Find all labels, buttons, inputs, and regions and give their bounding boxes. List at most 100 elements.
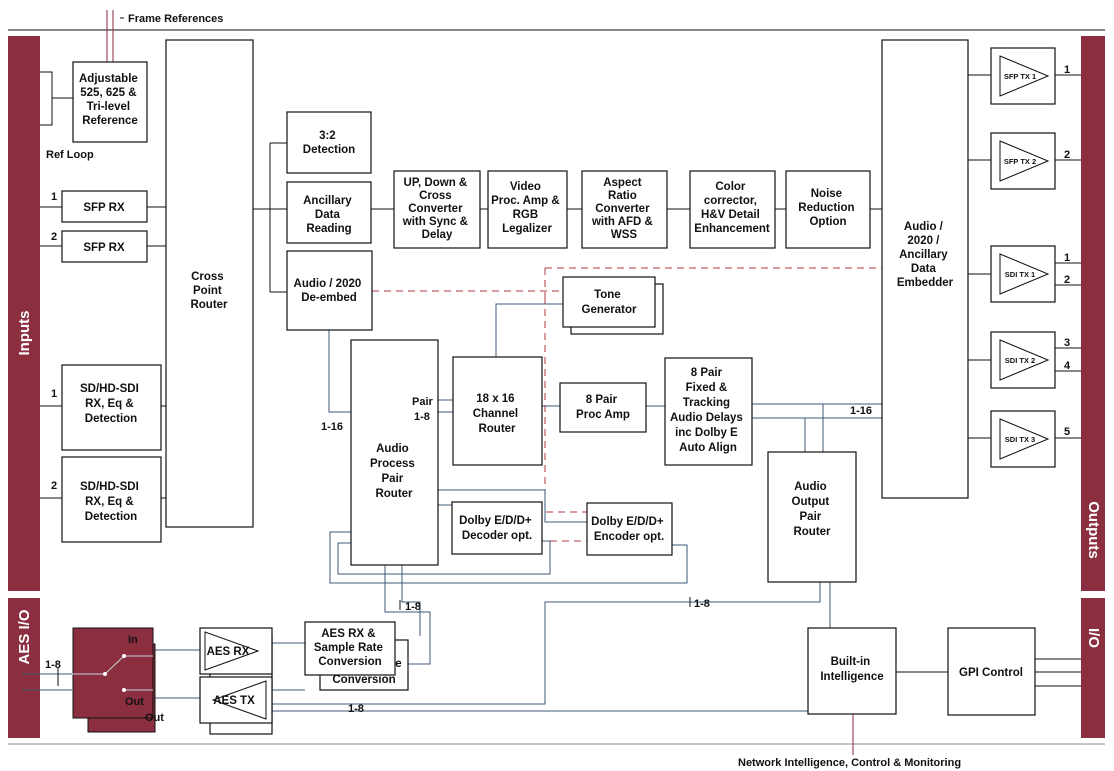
delay-to-embed bbox=[752, 403, 882, 419]
cross-point-branch bbox=[253, 142, 287, 293]
noise-reduction-block bbox=[785, 170, 871, 249]
output-lines bbox=[968, 74, 1081, 439]
svg-text:SDI TX 1: SDI TX 1 bbox=[1005, 270, 1035, 279]
range-1-8-b: 1-8 bbox=[694, 598, 710, 610]
sfp-rx-1-block bbox=[61, 190, 148, 223]
aes-io-bar bbox=[8, 598, 40, 738]
svg-text:AES RX: AES RX bbox=[207, 646, 250, 658]
built-in-intelligence-block bbox=[807, 627, 897, 715]
svg-text:Noise Reduction Option: Noise Reduction Option bbox=[798, 188, 857, 228]
sdi-tx-3-block: SDI TX 3 bbox=[990, 410, 1056, 468]
input-4-number: 2 bbox=[51, 480, 57, 492]
svg-text:SD/HD-SDI RX, Eq & Det: SD/HD-SDI RX, Eq & Detection bbox=[80, 481, 142, 523]
reference-label: Adjustable 525, 625 & Tri-level Referenc… bbox=[79, 73, 141, 127]
svg-text:3:2 Detection: 3:2 Detection bbox=[303, 130, 355, 156]
ref-loop-lines bbox=[40, 71, 73, 126]
embedder-block bbox=[881, 39, 969, 499]
reference-block bbox=[72, 61, 148, 143]
outputs-bar-label: Outputs bbox=[1085, 501, 1102, 559]
svg-text:8 Pair Fixed & Trackin: 8 Pair Fixed & Tracking Audio Delays inc… bbox=[670, 367, 746, 454]
dolby-decoder-block bbox=[451, 501, 543, 555]
svg-text:Audio / 2020 / Ancilla: Audio / 2020 / Ancillary Data Embedder bbox=[897, 221, 954, 289]
audio-output-router-block bbox=[767, 451, 857, 583]
output-5-number: 3 bbox=[1064, 337, 1070, 349]
io-bar-label: I/O bbox=[1085, 628, 1102, 648]
converter-block bbox=[393, 170, 481, 249]
cross-point-router-block bbox=[165, 39, 254, 528]
svg-text:Audio Output Pair: Audio Output Pair Router bbox=[792, 481, 833, 538]
svg-text:AES RX & Sample Rate C: AES RX & Sample Rate Conversion bbox=[314, 628, 386, 668]
svg-text:Color corrector, H&V D: Color corrector, H&V Detail Enhancement bbox=[694, 181, 770, 235]
switch-in-label: In bbox=[128, 634, 138, 646]
aes-range-label: 1-8 bbox=[45, 659, 61, 671]
pair-label: Pair bbox=[412, 396, 434, 408]
detection-32-block bbox=[286, 111, 372, 174]
output-1-number: 1 bbox=[1064, 64, 1070, 76]
input-1-number: 1 bbox=[51, 191, 57, 203]
deembed-audio-path bbox=[328, 330, 351, 413]
svg-text:Aspect Ratio Converter: Aspect Ratio Converter with AFD & WSS bbox=[591, 177, 656, 241]
sdi-rx-2-block bbox=[61, 456, 162, 543]
io-bar bbox=[1081, 598, 1105, 738]
switch-out-label: Out bbox=[125, 696, 144, 708]
svg-text:SFP RX: SFP RX bbox=[83, 202, 125, 214]
pair-range-label: 1-8 bbox=[414, 411, 430, 423]
svg-text:SD/HD-SDI RX, Eq & Det: SD/HD-SDI RX, Eq & Detection bbox=[80, 383, 142, 425]
video-proc-amp-block bbox=[487, 170, 568, 249]
tone-path bbox=[495, 303, 563, 357]
range-1-8-a: 1-8 bbox=[405, 601, 421, 613]
pair-proc-amp-block bbox=[559, 382, 647, 433]
svg-text:e Conversion: e Conversion bbox=[332, 658, 404, 686]
svg-text:Dolby E/D/D+ Decoder opt.: Dolby E/D/D+ Decoder opt. bbox=[459, 515, 535, 542]
aes-switch-block bbox=[72, 627, 154, 719]
aes-io-bar-label: AES I/O bbox=[16, 609, 33, 664]
sdi-tx-1-block: SDI TX 1 bbox=[990, 245, 1056, 303]
sfp-tx-2-block: SFP TX 2 bbox=[990, 132, 1056, 190]
range-1-16-right: 1-16 bbox=[850, 405, 872, 417]
svg-text:Tone Generator: Tone Generator bbox=[582, 289, 637, 316]
svg-text:Ancillary Data Reading: Ancillary Data Reading bbox=[303, 195, 355, 235]
inputs-bar bbox=[8, 36, 40, 591]
output-3-number: 1 bbox=[1064, 252, 1070, 264]
sfp-rx-2-block bbox=[61, 230, 148, 263]
svg-text:Video Proc. Amp & RGB: Video Proc. Amp & RGB Legalizer bbox=[491, 181, 563, 235]
svg-text:SDI TX 3: SDI TX 3 bbox=[1005, 435, 1035, 444]
svg-text:18 x 16 Channel Router: 18 x 16 Channel Router bbox=[473, 393, 522, 435]
switch-out-back-label: Out bbox=[145, 712, 164, 724]
svg-text:Audio / 2020 De-embed: Audio / 2020 De-embed bbox=[294, 278, 365, 304]
gpi-control-block bbox=[947, 627, 1036, 716]
svg-text:Cross Point Router: Cross Point Router bbox=[190, 271, 228, 311]
output-2-number: 2 bbox=[1064, 149, 1070, 161]
output-6-number: 4 bbox=[1064, 360, 1071, 372]
svg-text:UP, Down & Cross Conve: UP, Down & Cross Converter with Sync & D… bbox=[402, 177, 471, 241]
encoder-loop bbox=[329, 531, 688, 584]
aes-bus bbox=[384, 565, 431, 636]
svg-text:SFP TX 1: SFP TX 1 bbox=[1004, 72, 1036, 81]
svg-text:AES TX: AES TX bbox=[213, 695, 255, 707]
inputs-bar-label: Inputs bbox=[16, 311, 33, 356]
svg-text:SFP TX 2: SFP TX 2 bbox=[1004, 157, 1036, 166]
aspect-ratio-block bbox=[581, 170, 668, 249]
gpi-lines bbox=[896, 658, 1081, 687]
svg-text:SDI TX 2: SDI TX 2 bbox=[1005, 356, 1035, 365]
dolby-encoder-block bbox=[586, 502, 673, 556]
frame-references-label: Frame References bbox=[128, 13, 223, 25]
audio-delays-block bbox=[664, 357, 753, 466]
svg-text:Dolby E/D/D+ Encoder opt.: Dolby E/D/D+ Encoder opt. bbox=[591, 516, 667, 543]
sdi-rx-1-block bbox=[61, 364, 162, 451]
deembed-block bbox=[286, 250, 373, 331]
color-corrector-block bbox=[689, 170, 776, 249]
svg-text:SFP RX: SFP RX bbox=[83, 242, 125, 254]
frame-ref-lines bbox=[106, 10, 114, 62]
input-3-number: 1 bbox=[51, 388, 57, 400]
svg-text:Built-in Intelligence: Built-in Intelligence bbox=[820, 656, 883, 683]
input-2-number: 2 bbox=[51, 231, 57, 243]
aes-src-block bbox=[304, 621, 396, 676]
output-4-number: 2 bbox=[1064, 274, 1070, 286]
output-router-to-aes bbox=[272, 582, 821, 705]
svg-text:GPI Control: GPI Control bbox=[959, 667, 1023, 679]
channel-router-block bbox=[452, 356, 543, 466]
range-1-16-left: 1-16 bbox=[321, 421, 343, 433]
sdi-tx-2-block: SDI TX 2 bbox=[990, 331, 1056, 389]
